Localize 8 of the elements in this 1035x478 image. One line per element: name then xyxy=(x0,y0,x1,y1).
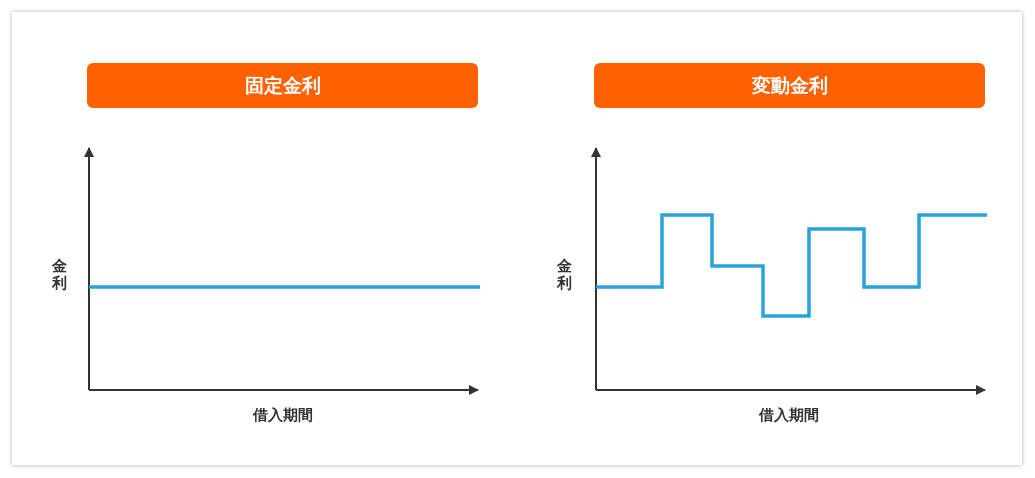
axis-label: 金利 xyxy=(557,258,572,291)
title-banner xyxy=(594,63,985,108)
axis-label: 借入期間 xyxy=(757,406,820,425)
title-text: 固定金利 xyxy=(244,72,321,98)
axis-label: 金利 xyxy=(52,258,67,291)
title-banner xyxy=(87,63,478,108)
title-text: 変動金利 xyxy=(751,72,828,98)
axis-label: 借入期間 xyxy=(251,406,314,425)
